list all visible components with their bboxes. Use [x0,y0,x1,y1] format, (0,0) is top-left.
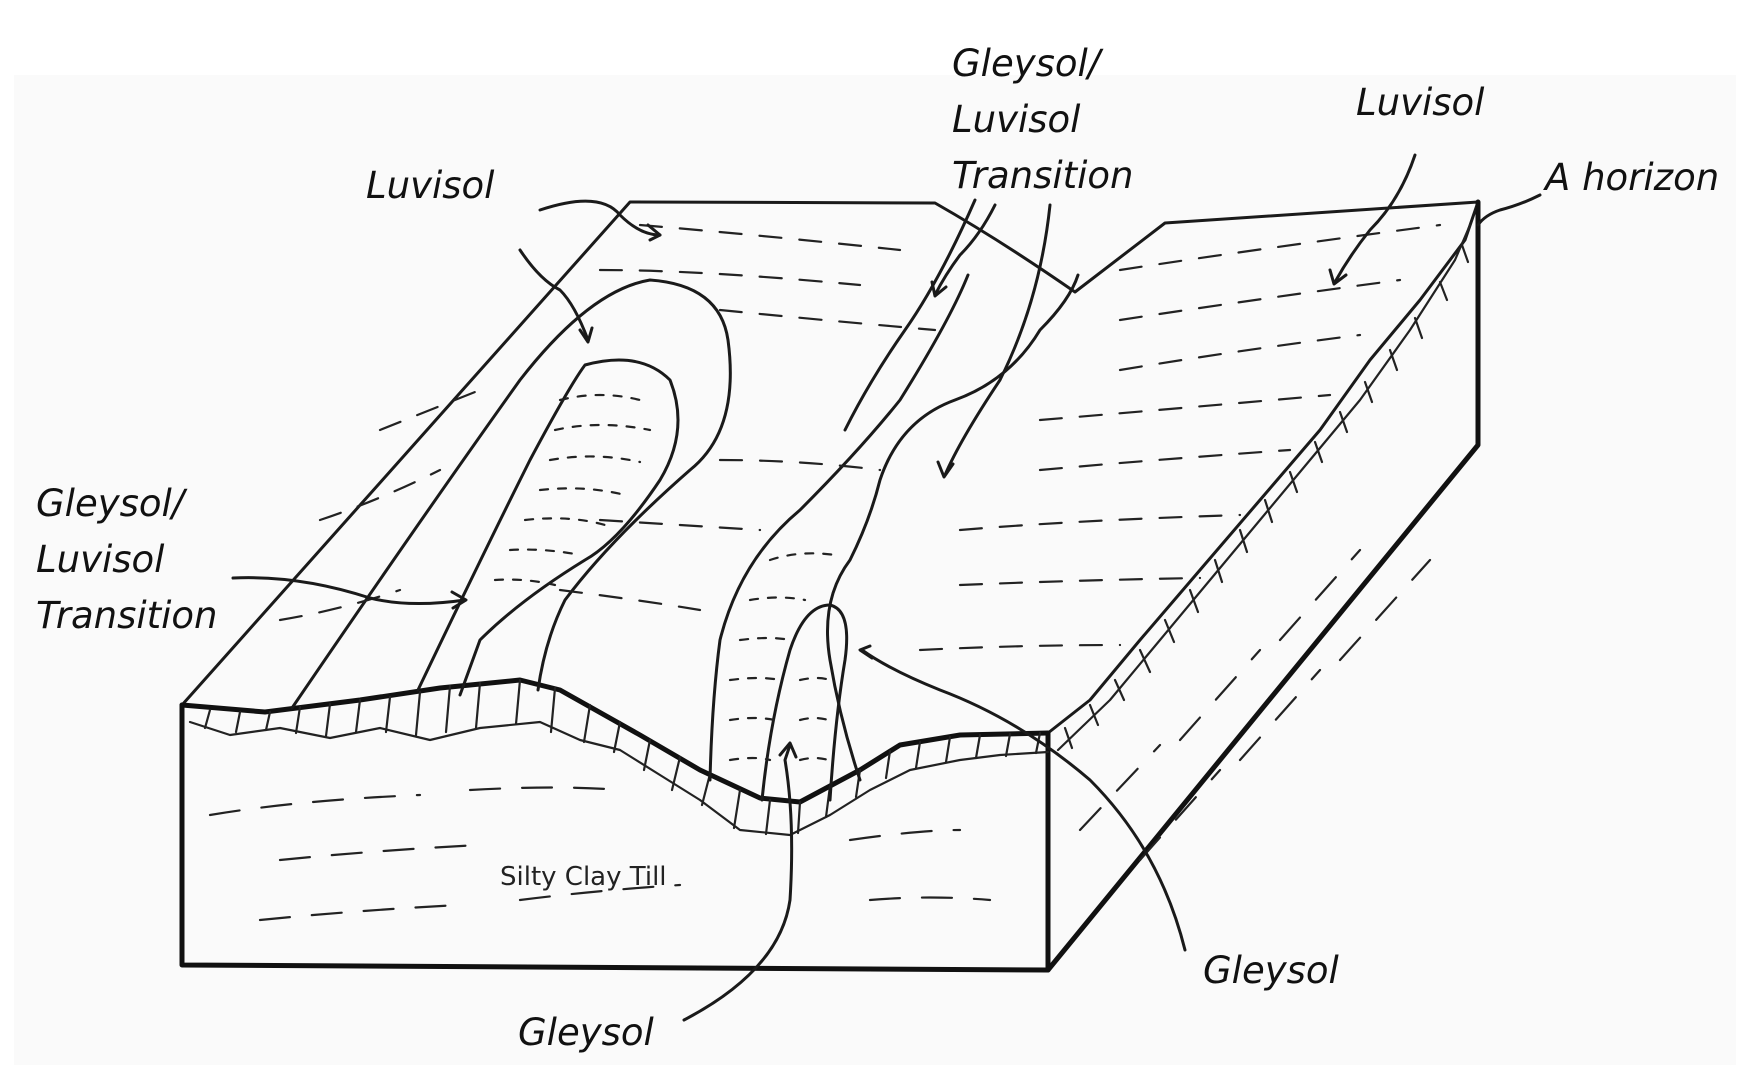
arrowhead-luvisol-left-2 [578,326,594,344]
a-horizon-text: A horizon [1545,156,1720,199]
gleysol-stipple [493,393,837,762]
gleysol-core-boundary [760,603,849,802]
leader-gleysol-right [860,648,1187,952]
a-horizon-hatching-side [1063,243,1470,750]
leader-luvisol-right [1333,153,1417,284]
gleysol-bottom-text: Gleysol [518,1011,654,1054]
transition-left-line-3: Transition [36,594,218,637]
luvisol-right-text: Luvisol [1356,81,1485,124]
arrowhead-gleysol-right [858,644,874,660]
leader-transition-left [231,576,467,606]
a-horizon-base-side [1056,223,1472,752]
surface-texture-dashes [278,223,1442,652]
side-face-texture [1078,548,1432,862]
label-luvisol-left: Luvisol [366,158,494,214]
front-face-texture [208,786,992,922]
gleysol-right-text: Gleysol [1203,949,1339,992]
a-horizon-hatching-front [203,678,1042,836]
transition-top-line-2: Luvisol [952,98,1081,141]
leader-transition-top [933,203,997,297]
transition-top-line-1: Gleysol/ [952,42,1101,85]
transition-left-line-1: Gleysol/ [36,482,185,525]
label-gleysol-right: Gleysol [1203,943,1339,999]
arrowhead-transition-top [930,280,948,298]
top-right-edge [1046,200,1480,735]
arrowhead-transition-top-2 [936,460,955,479]
silty-clay-till-text: Silty Clay Till [500,862,667,892]
arrowhead-luvisol-left [646,223,662,242]
transition-top-line-3: Transition [952,154,1134,197]
channel-inner-left-boundary [708,273,970,782]
top-surface-outline [180,200,1480,707]
a-horizon-base-front [188,720,1050,837]
luvisol-left-text: Luvisol [366,164,495,207]
transition-left-line-2: Luvisol [36,538,165,581]
left-ridge-inner-boundary [416,358,680,697]
front-surface-profile [179,677,1051,805]
leader-gleysol-bottom [682,743,794,1022]
channel-left-boundary [843,198,977,432]
arrowhead-transition-left [450,590,468,610]
channel-inner-right-boundary [826,273,1080,782]
leader-transition-top-2 [943,203,1052,477]
leader-luvisol-left [538,199,662,237]
left-ridge-outer-boundary [290,278,732,710]
label-a-horizon: A horizon [1545,150,1719,206]
arrowhead-gleysol-bottom [778,741,798,759]
leader-luvisol-left-2 [518,248,590,342]
label-transition-top: Gleysol/ Luvisol Transition [952,36,1134,204]
label-gleysol-bottom: Gleysol [518,1005,654,1061]
leader-lines [231,153,1542,1022]
label-transition-left: Gleysol/ Luvisol Transition [36,476,218,644]
arrowhead-luvisol-right [1328,268,1348,286]
leader-a-horizon [1476,193,1542,227]
front-face-outline [179,702,1051,973]
side-face-outline [1045,199,1481,973]
label-luvisol-right: Luvisol [1356,75,1484,131]
label-silty-clay-till: Silty Clay Till [500,862,667,892]
